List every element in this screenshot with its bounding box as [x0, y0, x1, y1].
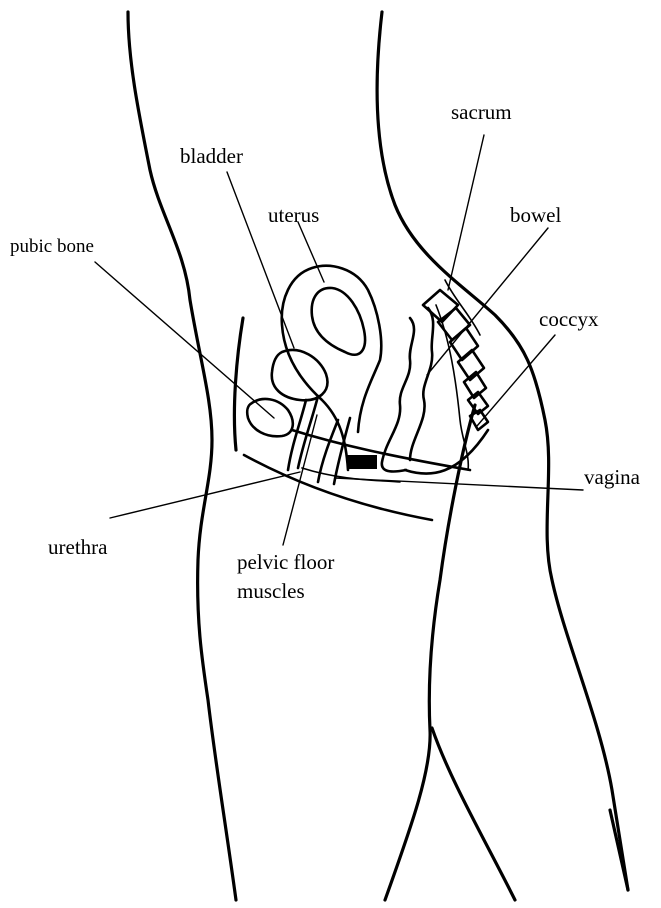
- bowel-leader: [427, 228, 548, 375]
- pubic-bone-leader: [95, 262, 274, 418]
- label-pelvic-floor: pelvic floor: [237, 550, 334, 575]
- label-sacrum: sacrum: [451, 100, 512, 125]
- leg-crease: [432, 728, 515, 900]
- vagina-leader: [335, 478, 583, 490]
- bowel-shape: [382, 308, 433, 472]
- body-back-outline: [377, 12, 628, 890]
- urethra-leader: [110, 472, 300, 518]
- pelvic-floor-dark-band: [347, 455, 377, 469]
- label-pelvic-floor-muscles: muscles: [237, 579, 305, 604]
- sacrum-leader: [448, 135, 484, 290]
- bladder-leader: [227, 172, 294, 348]
- pubic-bone-shape: [247, 399, 293, 436]
- inner-thigh-outline: [385, 405, 475, 900]
- label-pubic-bone: pubic bone: [10, 234, 94, 259]
- back-thigh-edge: [610, 810, 628, 890]
- label-bladder: bladder: [180, 144, 243, 169]
- label-uterus: uterus: [268, 203, 319, 228]
- label-vagina: vagina: [584, 465, 640, 490]
- label-coccyx: coccyx: [539, 307, 598, 332]
- label-bowel: bowel: [510, 203, 561, 228]
- label-urethra: urethra: [48, 535, 107, 560]
- uterus-cavity-shape: [312, 288, 365, 355]
